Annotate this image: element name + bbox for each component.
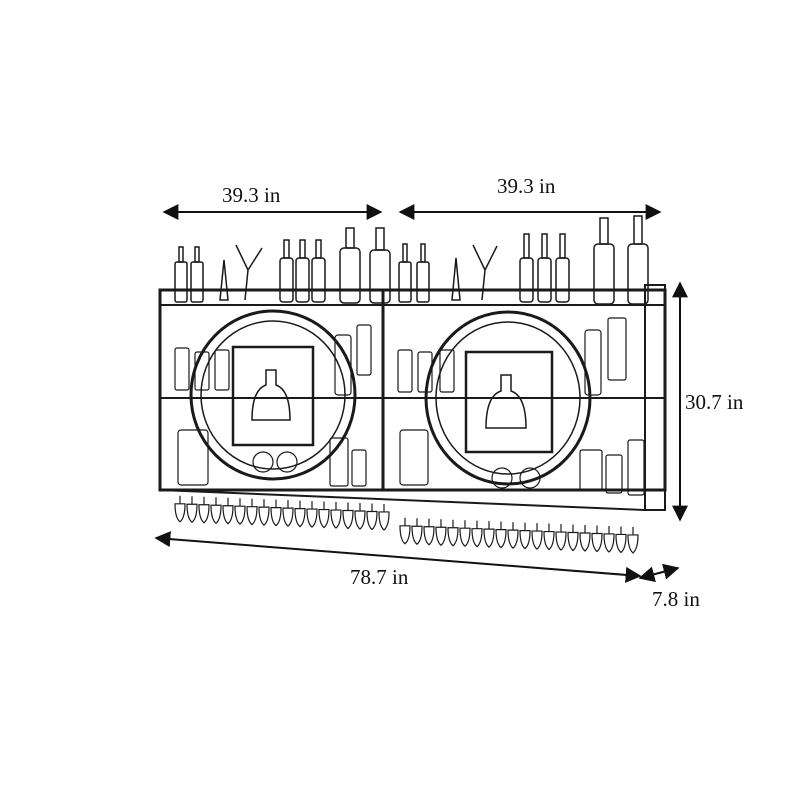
wine-glass (270, 499, 282, 527)
wine-glass (330, 502, 342, 529)
wine-glass (423, 518, 435, 546)
wine-glass (531, 523, 543, 550)
wine-glass (234, 498, 246, 525)
width-left-label: 39.3 in (222, 183, 281, 207)
wine-glass (615, 526, 627, 554)
wine-glass (591, 525, 603, 553)
wine-glass (579, 525, 591, 552)
wine-glass (318, 501, 330, 529)
wine-glass (435, 519, 447, 547)
wine-glass (222, 497, 234, 525)
total-width-label: 78.7 in (350, 565, 409, 589)
width-right-label: 39.3 in (497, 174, 556, 198)
wine-rack-illustration (158, 215, 667, 554)
wine-glass (246, 498, 258, 526)
wine-glass (555, 524, 567, 551)
wine-glass (471, 520, 483, 548)
wine-glass (210, 497, 222, 525)
wine-glass (186, 496, 198, 524)
wine-glass (354, 503, 366, 530)
shelf-items (174, 317, 645, 496)
wine-glass (459, 520, 471, 547)
wine-glass (507, 522, 519, 549)
total-width-arrow (154, 531, 642, 583)
wine-glass (198, 496, 210, 524)
wine-glass (567, 524, 579, 552)
wine-glass (294, 500, 306, 528)
wine-glass (603, 525, 615, 553)
depth-label: 7.8 in (652, 587, 700, 611)
top-bottles-left (174, 227, 391, 304)
wine-glass (378, 503, 390, 531)
wine-glass (483, 521, 495, 548)
wine-glass (399, 517, 411, 545)
wine-glass (411, 518, 423, 546)
wine-glass (366, 503, 378, 531)
wine-glass (447, 519, 459, 547)
wine-glass (543, 523, 555, 551)
rack-frame (158, 284, 667, 511)
wine-glass (519, 522, 531, 550)
wine-glass (258, 499, 270, 526)
height-label: 30.7 in (685, 390, 744, 414)
wine-glass (306, 501, 318, 528)
wine-glass (342, 502, 354, 530)
wine-glass (627, 526, 639, 554)
wine-glass (495, 521, 507, 549)
inner-display-boxes (231, 345, 554, 454)
wine-glass (174, 495, 186, 523)
depth-arrow (638, 563, 680, 583)
wine-glass (282, 500, 294, 527)
dimension-lines (154, 204, 688, 583)
